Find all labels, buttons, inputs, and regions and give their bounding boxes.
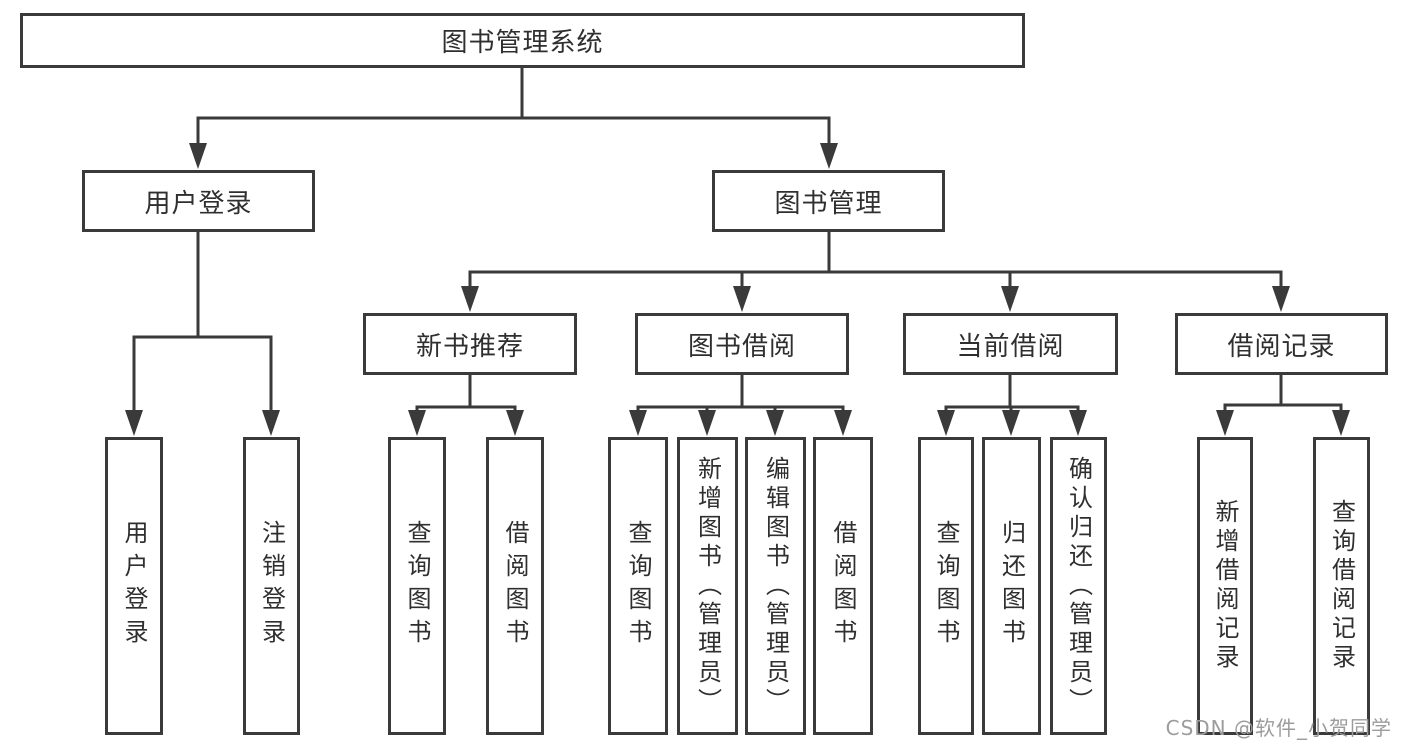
connector-user-login	[132, 232, 273, 414]
leaf-current-query-book: 查询图书	[918, 437, 974, 735]
node-new-book-recommend: 新书推荐	[363, 313, 577, 375]
leaf-newbook-borrow-book-label: 借阅图书	[501, 520, 529, 652]
leaf-records-add-record: 新增借阅记录	[1197, 437, 1253, 735]
node-user-login-label: 用户登录	[144, 188, 253, 219]
node-book-management: 图书管理	[712, 170, 945, 232]
leaf-current-confirm-return-admin-label: 确认归还（管理员）	[1064, 455, 1093, 717]
leaf-current-confirm-return-admin: 确认归还（管理员）	[1050, 437, 1107, 735]
leaf-borrowing-query-book-label: 查询图书	[624, 520, 652, 652]
node-book-borrowing-label: 图书借阅	[687, 331, 796, 362]
node-library-system: 图书管理系统	[20, 13, 1025, 68]
leaf-borrowing-add-book-admin-label: 新增图书（管理员）	[693, 455, 722, 717]
leaf-borrowing-borrow-book-label: 借阅图书	[829, 520, 857, 652]
leaf-current-query-book-label: 查询图书	[932, 520, 960, 652]
leaf-newbook-query-book-label: 查询图书	[403, 520, 431, 652]
connector-book-borrowing	[636, 375, 845, 414]
node-new-book-recommend-label: 新书推荐	[415, 331, 524, 362]
node-current-borrowing: 当前借阅	[903, 313, 1118, 375]
connector-book-management	[468, 232, 1283, 290]
leaf-current-return-book-label: 归还图书	[997, 520, 1026, 652]
connector-borrowing-records	[1223, 375, 1343, 414]
leaf-current-return-book: 归还图书	[982, 437, 1041, 735]
leaf-logout-label: 注销登录	[257, 520, 286, 652]
node-user-login: 用户登录	[82, 170, 315, 232]
leaf-logout: 注销登录	[243, 437, 300, 735]
leaf-borrowing-borrow-book: 借阅图书	[813, 437, 873, 735]
leaf-borrowing-add-book-admin: 新增图书（管理员）	[677, 437, 738, 735]
leaf-borrowing-edit-book-admin-label: 编辑图书（管理员）	[761, 455, 790, 717]
leaf-records-query-record-label: 查询借阅记录	[1327, 499, 1356, 673]
leaf-borrowing-query-book: 查询图书	[608, 437, 668, 735]
leaf-newbook-borrow-book: 借阅图书	[486, 437, 544, 735]
leaf-records-query-record: 查询借阅记录	[1313, 437, 1370, 735]
connector-root	[196, 68, 831, 147]
node-library-system-label: 图书管理系统	[441, 28, 604, 58]
node-current-borrowing-label: 当前借阅	[956, 331, 1065, 362]
leaf-user-login-label: 用户登录	[120, 520, 148, 652]
node-book-management-label: 图书管理	[774, 188, 883, 219]
connector-new-book-recommend	[415, 375, 517, 414]
leaf-records-add-record-label: 新增借阅记录	[1211, 499, 1239, 673]
leaf-borrowing-edit-book-admin: 编辑图书（管理员）	[745, 437, 806, 735]
leaf-user-login: 用户登录	[105, 437, 163, 735]
node-book-borrowing: 图书借阅	[635, 313, 849, 375]
csdn-watermark: CSDN @软件_小贺同学	[1165, 716, 1392, 740]
connector-current-borrowing	[944, 375, 1080, 414]
node-borrowing-records: 借阅记录	[1175, 313, 1388, 375]
leaf-newbook-query-book: 查询图书	[388, 437, 446, 735]
node-borrowing-records-label: 借阅记录	[1227, 331, 1336, 362]
